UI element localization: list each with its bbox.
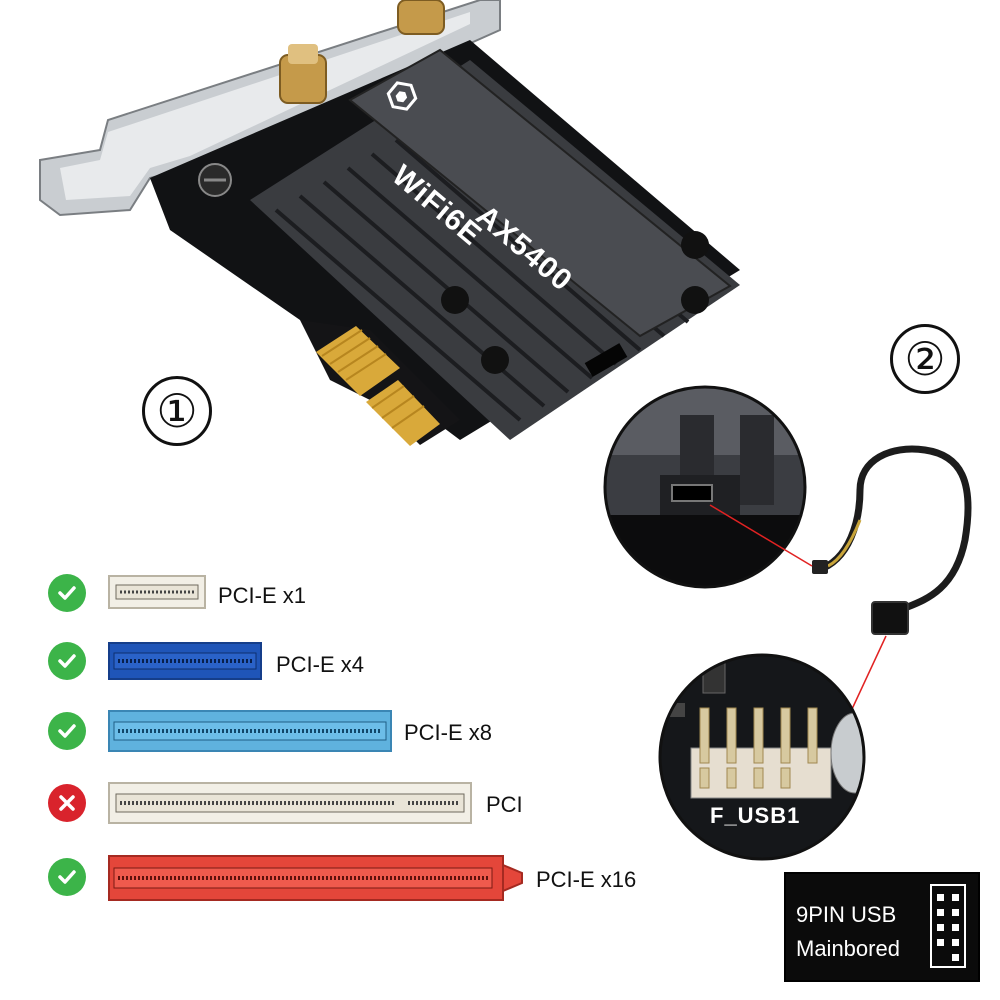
step-2-label: ②: [890, 324, 960, 394]
slot-label-pci: PCI: [486, 792, 523, 817]
slot-pci-image: [108, 782, 472, 824]
slot-row-pcie-x16: [48, 858, 86, 896]
slot-row-pcie-x4: [48, 642, 86, 680]
slot-pcie-x1-image: [108, 575, 206, 609]
slot-pcie-x8-image: [108, 710, 392, 752]
f-usb1-label: F_USB1: [710, 803, 801, 828]
pcie-edge-connector: [300, 320, 460, 446]
mainboard-header-zoom: [658, 653, 866, 861]
heatsink: [250, 48, 740, 440]
usb-port-zoom: [603, 385, 807, 589]
slot-row-pci: [48, 784, 86, 822]
check-icon: [48, 712, 86, 750]
slot-pcie-x16-image: [108, 855, 523, 901]
slot-label-pcie-x16: PCI-E x16: [536, 867, 637, 892]
check-icon: [48, 642, 86, 680]
check-icon: [48, 858, 86, 896]
legend-line-1: 9PIN USB: [796, 902, 897, 927]
slot-label-pcie-x8: PCI-E x8: [404, 720, 493, 745]
pin-layout-icon: [930, 884, 966, 968]
cross-icon: [48, 784, 86, 822]
legend-line-2: Mainbored: [796, 936, 900, 961]
slot-pcie-x4-image: [108, 642, 262, 680]
slot-row-pcie-x8: [48, 712, 86, 750]
slot-label-pcie-x1: PCI-E x1: [218, 583, 307, 608]
step-1-label: ①: [142, 376, 212, 446]
nine-pin-legend: 9PIN USB Mainbored: [784, 872, 980, 982]
card-logo-icon: [386, 81, 418, 111]
antenna-connectors: [279, 0, 445, 104]
slot-label-pcie-x4: PCI-E x4: [276, 652, 365, 677]
check-icon: [48, 574, 86, 612]
slot-row-pcie-x1: [48, 574, 86, 612]
